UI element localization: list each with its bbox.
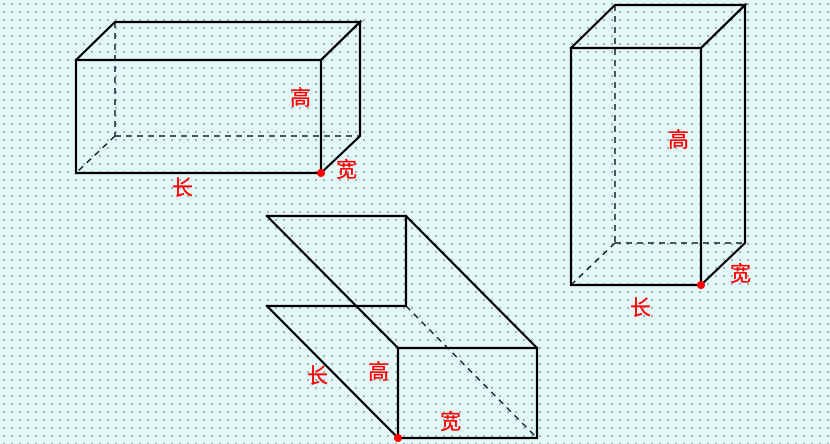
top-face-outline: [569, 3, 748, 50]
label-length-figure-top-left: 长: [172, 176, 193, 200]
hidden-edge-back-left-diagonal: [570, 242, 616, 286]
label-height-figure-top-right: 高: [668, 128, 689, 152]
hidden-edge-back-diagonal: [405, 305, 538, 439]
right-face-outline: [319, 19, 362, 175]
top-face-outline: [74, 20, 363, 62]
label-width-figure-bottom-middle: 宽: [440, 410, 461, 434]
label-length-figure-bottom-middle: 长: [307, 364, 328, 388]
label-height-figure-bottom-middle: 高: [368, 360, 389, 384]
far-face-outline: [265, 214, 408, 308]
long-edge-top-left: [265, 214, 400, 350]
right-face-outline: [699, 2, 747, 287]
hidden-edge-back-left-diagonal: [75, 135, 116, 174]
front-face-outline: [569, 46, 703, 287]
label-length-figure-top-right: 长: [630, 296, 651, 320]
front-face-outline: [74, 58, 323, 175]
vertex-marker-dot: [697, 281, 705, 289]
near-face-outline: [396, 346, 539, 440]
long-edge-top-right: [404, 214, 539, 350]
vertex-marker-dot: [394, 434, 402, 442]
label-width-figure-top-left: 宽: [336, 158, 357, 182]
figure-top-left: [74, 19, 363, 177]
figure-bottom-middle: [265, 214, 539, 442]
figure-top-right: [569, 2, 748, 289]
label-height-figure-top-left: 高: [290, 86, 311, 110]
long-edge-bottom-left: [265, 304, 400, 440]
vertex-marker-dot: [317, 169, 325, 177]
label-width-figure-top-right: 宽: [730, 262, 751, 286]
